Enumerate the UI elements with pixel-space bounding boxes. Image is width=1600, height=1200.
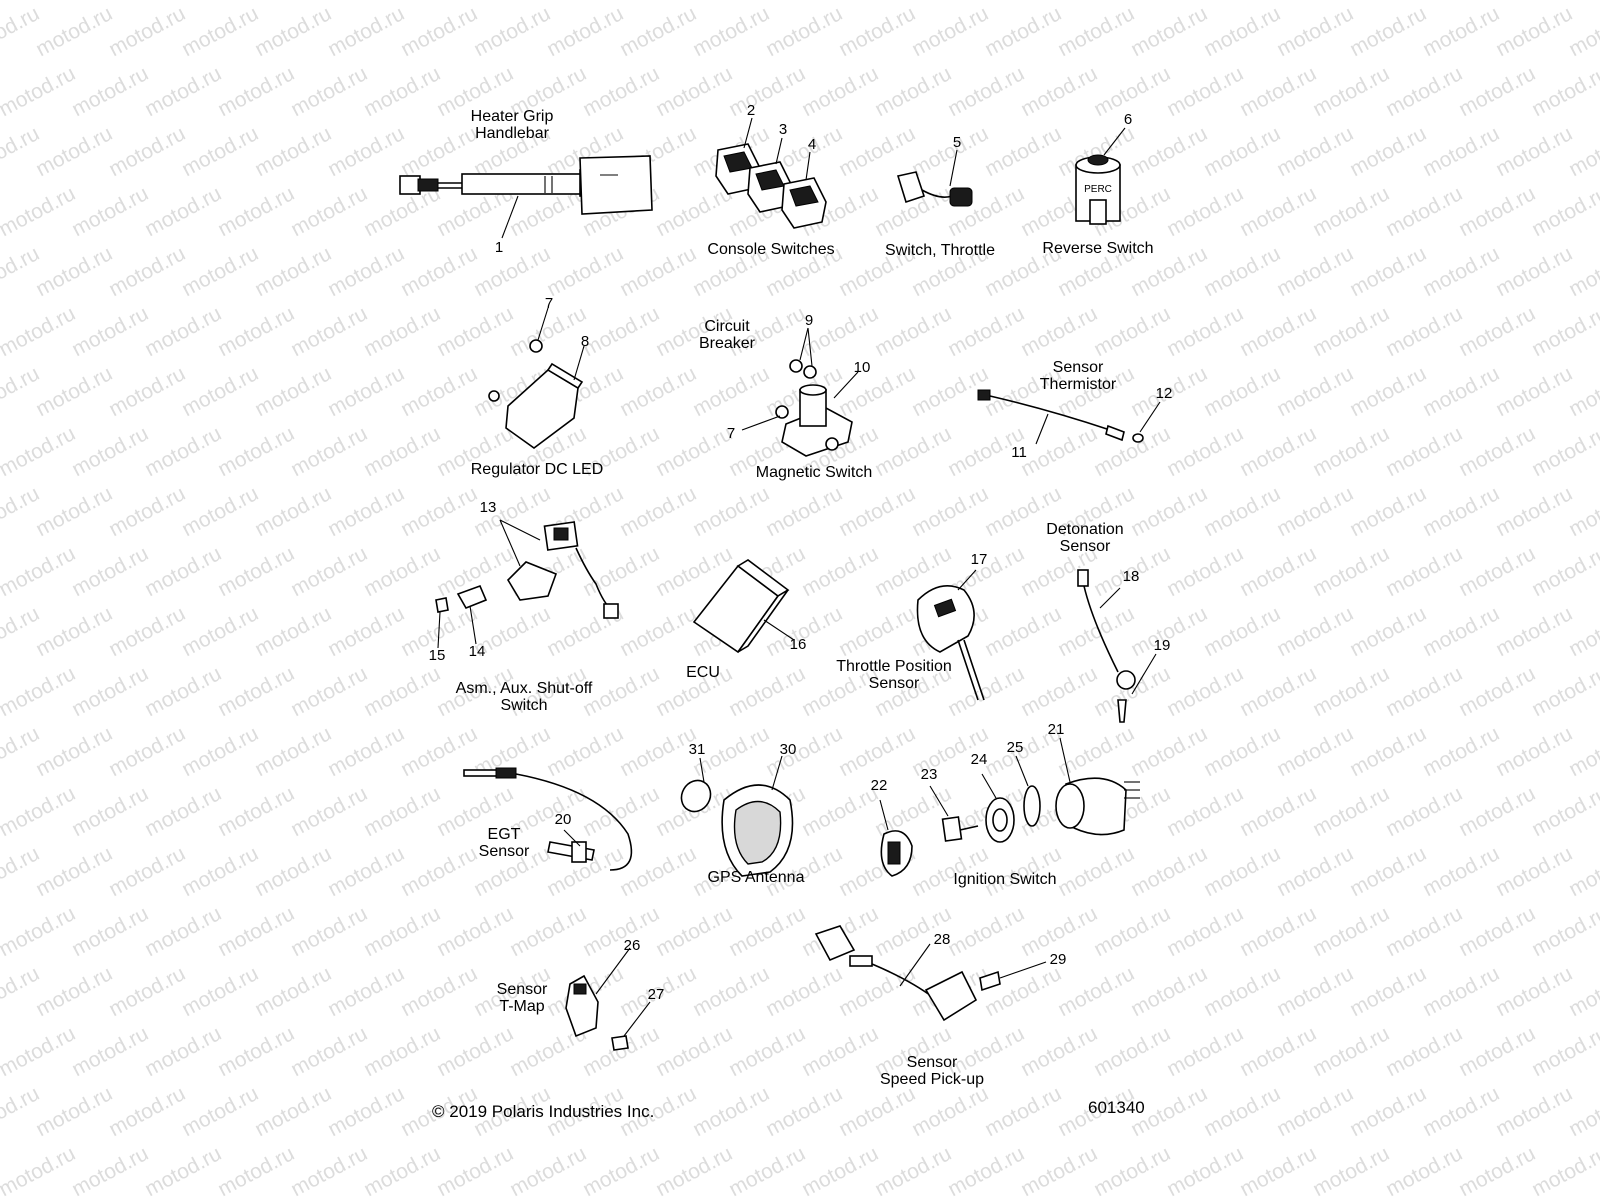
detonation-sensor-part	[1077, 569, 1157, 723]
gps-antenna-part	[680, 755, 794, 877]
label-regulator: Regulator DC LED	[470, 461, 604, 478]
callout-7-magnetic: 7	[726, 425, 736, 442]
callout-24: 24	[970, 751, 988, 768]
ecu-part	[692, 559, 795, 654]
callout-4: 4	[807, 136, 817, 153]
callout-17: 17	[970, 551, 988, 568]
callout-28: 28	[933, 931, 951, 948]
callout-1: 1	[494, 239, 504, 256]
callout-10: 10	[853, 359, 871, 376]
callout-15: 15	[428, 647, 446, 664]
callout-6: 6	[1123, 111, 1133, 128]
label-ecu: ECU	[686, 664, 720, 681]
egt-sensor-part	[463, 767, 633, 871]
figure-number: 601340	[1088, 1098, 1145, 1117]
label-magnetic-switch: Magnetic Switch	[755, 464, 873, 481]
callout-9: 9	[804, 312, 814, 329]
callout-26: 26	[623, 937, 641, 954]
tmap-sensor-part	[565, 947, 651, 1051]
tps-part	[916, 569, 985, 701]
callout-11: 11	[1011, 444, 1027, 461]
callout-12: 12	[1155, 385, 1173, 402]
callout-8: 8	[580, 333, 590, 350]
regulator-part	[488, 307, 585, 449]
callout-7-regulator: 7	[544, 295, 554, 312]
callout-21: 21	[1047, 721, 1065, 738]
reverse-switch-part	[1075, 127, 1126, 225]
callout-31: 31	[688, 741, 706, 758]
aux-shutoff-part	[435, 519, 619, 649]
thermistor-part	[977, 389, 1161, 445]
heater-grip-part	[399, 155, 653, 239]
label-switch-throttle: Switch, Throttle	[885, 242, 995, 259]
label-reverse-switch: Reverse Switch	[1042, 240, 1154, 257]
callout-19: 19	[1153, 637, 1171, 654]
throttle-switch-part	[896, 149, 973, 207]
callout-13: 13	[479, 499, 497, 516]
speed-pickup-part	[814, 925, 1047, 1022]
label-ignition-switch: Ignition Switch	[953, 871, 1057, 888]
copyright-text: © 2019 Polaris Industries Inc.	[432, 1102, 655, 1121]
callout-5: 5	[952, 134, 962, 151]
callout-27: 27	[647, 986, 665, 1003]
label-console-switches: Console Switches	[707, 241, 835, 258]
callout-14: 14	[468, 643, 486, 660]
ignition-switch-part	[879, 737, 1140, 877]
callout-16: 16	[789, 636, 807, 653]
callout-2: 2	[746, 102, 756, 119]
callout-23: 23	[920, 766, 938, 783]
callout-29: 29	[1049, 951, 1067, 968]
callout-3: 3	[778, 121, 788, 138]
callout-22: 22	[870, 777, 888, 794]
callout-25: 25	[1006, 739, 1024, 756]
magnetic-switch-part	[741, 327, 859, 457]
callout-20: 20	[554, 811, 572, 828]
callout-30: 30	[779, 741, 797, 758]
callout-18: 18	[1122, 568, 1140, 585]
label-gps-antenna: GPS Antenna	[707, 869, 805, 886]
console-switches-part	[715, 117, 827, 229]
reverse-switch-marking: PERC	[1084, 184, 1112, 195]
